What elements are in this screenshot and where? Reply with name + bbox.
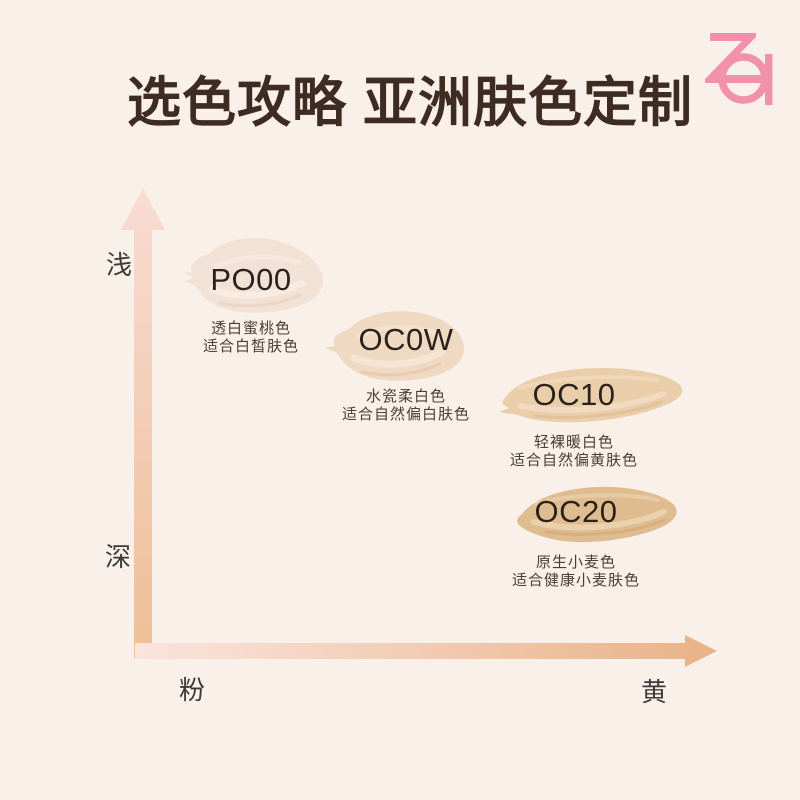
shade-name: 原生小麦色 — [535, 554, 616, 571]
y-axis-label-dark: 深 — [105, 542, 132, 572]
shade-item-oc0w: OC0W 水瓷柔白色 适合自然偏白肤色 — [320, 306, 469, 424]
shade-item-oc20: OC20 原生小麦色 适合健康小麦肤色 — [506, 482, 682, 590]
shade-code: OC0W — [358, 322, 454, 357]
shade-suitability: 适合健康小麦肤色 — [511, 572, 640, 589]
shade-name: 轻裸暖白色 — [533, 434, 614, 451]
shade-item-oc10: OC10 轻裸暖白色 适合自然偏黄肤色 — [491, 362, 687, 470]
shade-item-po00: PO00 透白蜜桃色 适合白皙肤色 — [176, 233, 326, 356]
page-title: 选色攻略 亚洲肤色定制 — [126, 73, 694, 133]
shade-code: PO00 — [210, 262, 292, 297]
y-axis-label-light: 浅 — [106, 250, 133, 280]
foundation-smear-po00 — [182, 237, 323, 313]
shade-code: OC20 — [534, 494, 618, 529]
x-axis-arrow-shape — [135, 635, 717, 667]
x-axis-label-pink: 粉 — [179, 675, 206, 705]
shade-suitability: 适合自然偏白肤色 — [341, 406, 470, 423]
shade-suitability: 适合自然偏黄肤色 — [509, 452, 638, 469]
shade-name: 水瓷柔白色 — [365, 388, 446, 405]
y-axis-arrow — [121, 188, 165, 658]
shade-code: OC10 — [532, 377, 616, 412]
x-axis-arrow — [135, 635, 717, 667]
x-axis-label-yellow: 黄 — [641, 677, 668, 707]
foundation-smear-oc10 — [499, 368, 683, 423]
za-logo — [700, 25, 790, 120]
foundation-smear-oc0w — [325, 311, 464, 381]
shade-name: 透白蜜桃色 — [210, 320, 291, 337]
za-logo-icon — [705, 33, 773, 105]
y-axis-arrow-shape — [121, 188, 165, 658]
foundation-smear-oc20 — [517, 486, 677, 543]
shade-suitability: 适合白皙肤色 — [202, 338, 299, 355]
